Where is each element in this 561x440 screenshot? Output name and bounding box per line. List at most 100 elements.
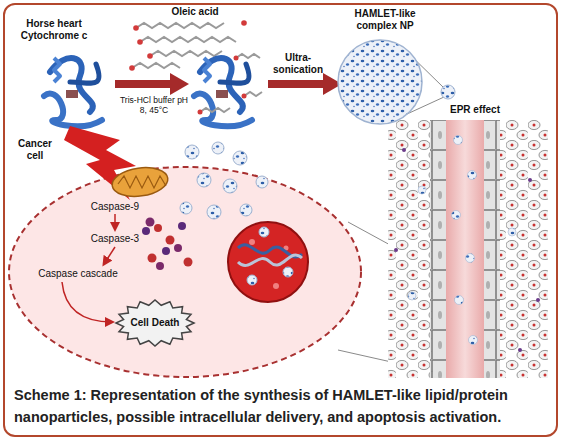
- blood-vessel-tissue: [388, 120, 548, 378]
- caspase-clusters: [148, 254, 157, 263]
- blood-vessel-tissue: [402, 148, 406, 152]
- nucleus: [259, 227, 269, 237]
- lightning-bolt: [64, 126, 136, 200]
- oleic-acid-molecules: [241, 20, 247, 26]
- caspase-clusters: [174, 244, 182, 252]
- blood-vessel-tissue: [528, 178, 532, 182]
- protein-lipid-complex: [200, 108, 230, 112]
- zoom-lines: [348, 222, 436, 270]
- caspase-clusters: [166, 236, 175, 245]
- nanoparticle-circle: [338, 40, 422, 124]
- nanoparticles: [207, 205, 221, 219]
- nucleus: [228, 222, 308, 302]
- caspase-label: Caspase-9: [85, 201, 145, 213]
- nanoparticles: [185, 145, 199, 159]
- nanoparticles: [256, 176, 268, 188]
- nucleus: [238, 245, 302, 257]
- sonication-arrow: [268, 73, 342, 95]
- synthesis-arrow: [115, 73, 189, 95]
- synthesis-arrow: [115, 80, 170, 88]
- blood-vessel-tissue: [455, 296, 464, 305]
- caspase-clusters: [184, 258, 193, 267]
- nanoparticles: [197, 173, 211, 187]
- molecule-name: Oleic acid: [163, 6, 227, 18]
- cell-membrane: [9, 167, 361, 377]
- nucleus: [283, 267, 293, 277]
- blood-vessel-tissue: [418, 186, 426, 194]
- blood-vessel-tissue: [408, 292, 416, 300]
- zoom-lines: [338, 350, 436, 372]
- protein-lipid-complex: [242, 94, 247, 99]
- mitochondrion: [110, 164, 169, 200]
- protein-lipid-complex: [236, 54, 260, 58]
- cascade-label: Caspase cascade: [28, 268, 128, 280]
- oleic-acid-molecules: [132, 63, 180, 68]
- caspase-clusters: [142, 227, 150, 235]
- mitochondrion: [110, 164, 169, 200]
- synthesis-arrow: [170, 73, 189, 95]
- protein-ribbon: [44, 58, 102, 126]
- nucleus: [238, 255, 302, 266]
- blood-vessel-tissue: [394, 248, 398, 252]
- caspase-clusters: [142, 218, 193, 271]
- node-text: HAMLET-like complex NP: [345, 8, 425, 31]
- blood-vessel-tissue: [446, 120, 484, 378]
- blood-vessel-tissue: [484, 120, 500, 378]
- burst-outline: [116, 300, 194, 346]
- nucleus: [247, 275, 257, 285]
- caspase-label: Caspase-3: [85, 233, 145, 245]
- condition-label: Tris-HCl buffer pH 8, 45°C: [116, 96, 192, 116]
- cascade-arrows: [114, 214, 116, 229]
- mitochondrion: [118, 176, 166, 188]
- protein-lipid-complex: [244, 92, 262, 96]
- protein-name: Horse heart Cytochrome c: [14, 18, 94, 41]
- protein-lipid-complex: [194, 54, 262, 126]
- protein-lipid-complex: [194, 58, 252, 126]
- blood-vessel-tissue: [508, 228, 516, 236]
- nanoparticles: [223, 179, 237, 193]
- nucleus: [249, 239, 255, 245]
- protein-ribbon: [44, 58, 102, 126]
- sonication-arrow: [268, 80, 323, 88]
- blood-vessel-tissue: [466, 254, 475, 263]
- blood-vessel-tissue: [500, 120, 548, 378]
- nucleus: [273, 283, 279, 289]
- blood-vessel-tissue: [518, 348, 522, 352]
- caspase-clusters: [146, 218, 155, 227]
- nanoparticles: [233, 151, 247, 165]
- node-text: Cancer cell: [9, 138, 61, 161]
- nanoparticles: [180, 142, 268, 219]
- caspase-clusters: [162, 247, 170, 255]
- oleic-acid-molecules: [129, 20, 247, 71]
- nanoparticle-node: HAMLET-like complex NP: [330, 8, 440, 133]
- cell-death-burst: Cell Death: [115, 299, 195, 347]
- oleic-acid-molecules: [140, 37, 236, 42]
- cascade-arrows: [62, 282, 112, 322]
- nanoparticle: [441, 85, 455, 99]
- caspase-clusters: [156, 262, 164, 270]
- blood-vessel-tissue: [388, 120, 432, 378]
- caspase-clusters: [154, 224, 162, 232]
- process-label: Ultra- sonication: [268, 52, 328, 75]
- oleic-acid-molecules: [136, 23, 224, 28]
- protein-lipid-complex: [198, 110, 203, 115]
- blood-vessel-tissue: [469, 336, 478, 345]
- caspase-clusters: [178, 222, 186, 230]
- blood-vessel-tissue: [452, 211, 461, 220]
- nucleus: [284, 246, 289, 251]
- nanoparticles: [180, 202, 192, 214]
- node-text: Cell Death: [115, 299, 195, 347]
- oleic-acid-molecules: [150, 51, 222, 56]
- oleic-acid-molecules: [129, 65, 135, 71]
- protein-lipid-complex: [234, 56, 239, 61]
- blood-vessel-tissue: [454, 136, 463, 145]
- oleic-acid-molecules: [147, 53, 153, 59]
- blood-vessel-tissue: [468, 171, 477, 180]
- nanoparticles: [212, 142, 224, 154]
- nucleus: [228, 222, 308, 302]
- oleic-acid-molecules: [133, 25, 139, 31]
- figure-caption: Scheme 1: Representation of the synthesi…: [14, 385, 548, 429]
- blood-vessel-tissue: [430, 120, 446, 378]
